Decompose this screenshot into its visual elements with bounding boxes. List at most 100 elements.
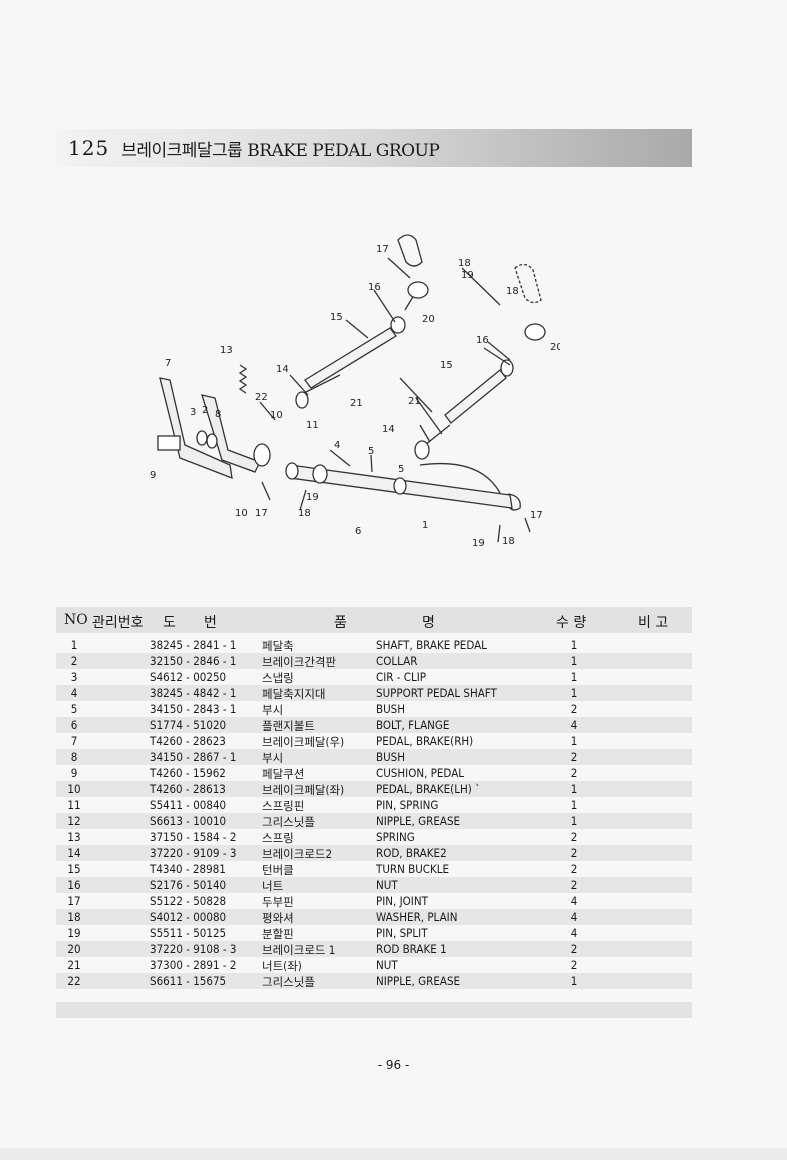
- cell-name-kr: 플랜지볼트: [262, 719, 315, 733]
- callout-label: 5: [368, 446, 374, 457]
- section-title: 브레이크페달그룹 BRAKE PEDAL GROUP: [121, 140, 440, 161]
- cell-drawing-no: T4260 - 15962: [150, 766, 226, 780]
- callout-label: 11: [306, 420, 319, 431]
- header-drawing-2: 번: [204, 615, 217, 631]
- cell-name-kr: 너트: [262, 879, 284, 893]
- cell-name-kr: 브레이크간격판: [262, 655, 337, 669]
- page-number: - 96 -: [377, 1058, 410, 1072]
- callout-label: 18: [502, 536, 515, 547]
- table-row: 22 S6611 - 15675 그리스닛플 NIPPLE, GREASE 1: [56, 973, 692, 989]
- cell-qty: 4: [570, 910, 578, 924]
- cell-name-kr: 턴버클: [262, 863, 294, 877]
- cell-qty: 2: [570, 958, 578, 972]
- callout-label: 17: [255, 508, 268, 519]
- cell-drawing-no: 32150 - 2846 - 1: [150, 654, 237, 668]
- callout-label: 14: [276, 364, 289, 375]
- callout-label: 18: [298, 508, 311, 519]
- header-drawing-1: 도: [163, 615, 176, 631]
- cell-no: 8: [70, 750, 78, 764]
- cell-no: 13: [67, 830, 81, 844]
- cell-name-en: PEDAL, BRAKE(RH): [376, 734, 474, 748]
- cell-name-kr: 페달축: [262, 639, 294, 653]
- cell-drawing-no: S5511 - 50125: [150, 926, 227, 940]
- parts-table-header: NO 관리번호 도 번 품 명 수 량 비 고: [56, 607, 692, 633]
- header-name-2: 명: [422, 615, 435, 631]
- cell-qty: 2: [570, 862, 578, 876]
- cell-qty: 2: [570, 846, 578, 860]
- cell-no: 16: [67, 878, 81, 892]
- cell-name-kr: 스냅링: [262, 671, 294, 685]
- cell-name-kr: 페달축지지대: [262, 687, 326, 701]
- callout-label: 17: [530, 510, 543, 521]
- cell-qty: 2: [570, 830, 578, 844]
- header-name-1: 품: [334, 615, 347, 631]
- cell-name-kr: 평와셔: [262, 911, 294, 925]
- exploded-parts-diagram: 17 18 19 18 16 20 15 17 16 13 20 15 14 7…: [150, 234, 560, 549]
- cell-name-kr: 스프링핀: [262, 799, 305, 813]
- cell-name-en: NIPPLE, GREASE: [376, 974, 461, 988]
- callout-label: 4: [334, 440, 340, 451]
- cell-no: 5: [70, 702, 78, 716]
- cell-no: 10: [67, 782, 81, 796]
- cell-name-en: ROD, BRAKE2: [376, 846, 447, 860]
- cell-qty: 1: [570, 974, 578, 988]
- callout-label: 20: [422, 314, 435, 325]
- cell-name-en: PIN, SPLIT: [376, 926, 428, 940]
- cell-drawing-no: S6613 - 10010: [150, 814, 227, 828]
- cell-no: 19: [67, 926, 81, 940]
- cell-name-en: BUSH: [376, 702, 406, 716]
- callout-label: 18: [458, 258, 471, 269]
- callout-label: 16: [476, 335, 489, 346]
- callout-label: 13: [220, 345, 233, 356]
- cell-drawing-no: 37300 - 2891 - 2: [150, 958, 237, 972]
- callout-label: 19: [472, 538, 485, 549]
- cell-no: 22: [67, 974, 81, 988]
- cell-qty: 4: [570, 926, 578, 940]
- callout-label: 16: [368, 282, 381, 293]
- section-number: 125: [68, 136, 110, 160]
- cell-drawing-no: 37150 - 1584 - 2: [150, 830, 237, 844]
- page-bottom-strip: [0, 1148, 787, 1160]
- cell-name-kr: 부시: [262, 703, 284, 717]
- cell-name-kr: 브레이크페달(좌): [262, 783, 345, 797]
- callout-label: 15: [330, 312, 343, 323]
- cell-drawing-no: T4260 - 28613: [150, 782, 226, 796]
- callout-label: 10: [270, 410, 283, 421]
- cell-name-kr: 두부핀: [262, 895, 294, 909]
- cell-name-en: BOLT, FLANGE: [376, 718, 450, 732]
- cell-name-kr: 그리스닛플: [262, 975, 315, 989]
- callout-label: 9: [150, 470, 156, 481]
- cell-no: 6: [70, 718, 78, 732]
- cell-qty: 4: [570, 718, 578, 732]
- parts-table-footer: [56, 1002, 692, 1018]
- cell-drawing-no: 38245 - 2841 - 1: [150, 638, 237, 652]
- cell-name-en: NUT: [376, 878, 398, 892]
- cell-qty: 4: [570, 894, 578, 908]
- cell-drawing-no: S6611 - 15675: [150, 974, 227, 988]
- cell-name-en: COLLAR: [376, 654, 418, 668]
- cell-qty: 1: [570, 638, 578, 652]
- cell-name-en: SHAFT, BRAKE PEDAL: [376, 638, 487, 652]
- callout-label: 19: [461, 270, 474, 281]
- cell-name-en: TURN BUCKLE: [376, 862, 450, 876]
- cell-no: 15: [67, 862, 81, 876]
- cell-name-kr: 브레이크페달(우): [262, 735, 345, 749]
- cell-name-kr: 부시: [262, 751, 284, 765]
- callout-label: 22: [255, 392, 268, 403]
- cell-drawing-no: S4612 - 00250: [150, 670, 227, 684]
- cell-name-en: PIN, SPRING: [376, 798, 439, 812]
- cell-qty: 2: [570, 750, 578, 764]
- header-qty: 수 량: [556, 615, 587, 631]
- callout-label: 6: [355, 526, 361, 537]
